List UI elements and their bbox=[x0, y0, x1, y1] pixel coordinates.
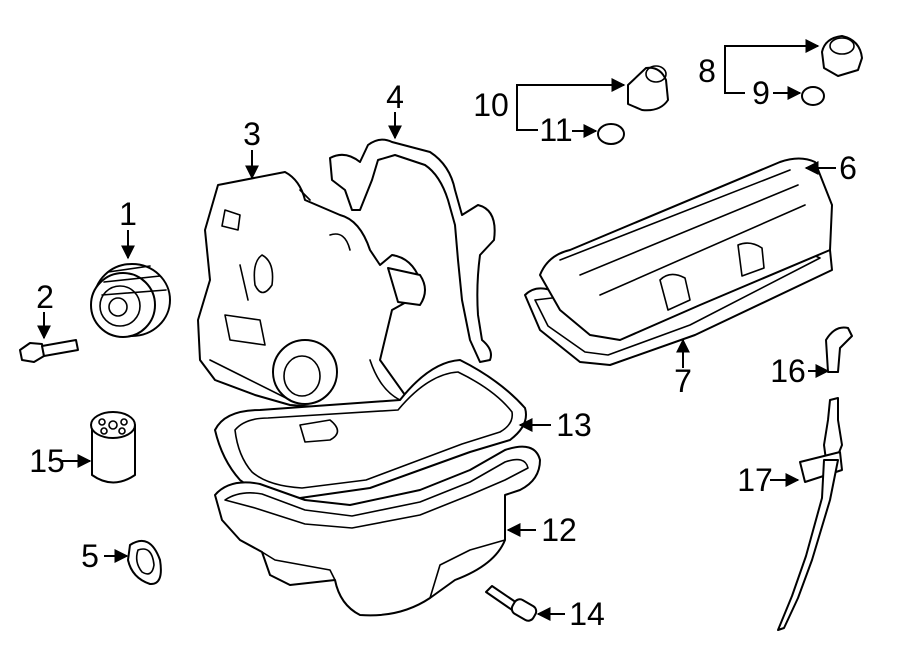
callout-15: 15 bbox=[29, 443, 65, 479]
clip-part[interactable] bbox=[825, 326, 853, 373]
callout-4: 4 bbox=[386, 79, 404, 115]
drain-plug-part[interactable] bbox=[485, 585, 538, 623]
oil-filter-part[interactable] bbox=[90, 411, 136, 484]
pulley-part[interactable] bbox=[90, 263, 171, 338]
breather-cap-part[interactable] bbox=[801, 35, 863, 106]
callout-1: 1 bbox=[119, 196, 137, 232]
callout-16: 16 bbox=[770, 353, 806, 389]
callout-9: 9 bbox=[752, 75, 770, 111]
timing-cover-part[interactable] bbox=[197, 171, 426, 421]
callout-5: 5 bbox=[81, 538, 99, 574]
callout-12: 12 bbox=[541, 512, 577, 548]
seal-part[interactable] bbox=[127, 540, 162, 586]
callout-11: 11 bbox=[539, 112, 572, 148]
callout-14: 14 bbox=[569, 596, 605, 632]
dipstick-part[interactable] bbox=[777, 397, 843, 631]
bolt-part[interactable] bbox=[19, 339, 79, 363]
callout-labels: 1 2 3 4 5 6 7 8 9 10 11 12 13 14 15 16 1… bbox=[29, 53, 857, 632]
callout-3: 3 bbox=[243, 116, 261, 152]
callout-13: 13 bbox=[556, 407, 592, 443]
callout-7: 7 bbox=[674, 363, 692, 399]
callout-8: 8 bbox=[698, 53, 716, 89]
filler-cap-part[interactable] bbox=[597, 65, 669, 145]
leader-lines bbox=[37, 39, 836, 621]
callout-6: 6 bbox=[839, 150, 857, 186]
callout-17: 17 bbox=[737, 462, 773, 498]
gasket-part[interactable] bbox=[329, 138, 496, 363]
oil-pan-part[interactable] bbox=[214, 445, 541, 617]
valve-cover-part[interactable] bbox=[524, 157, 833, 366]
callout-2: 2 bbox=[36, 279, 54, 315]
callout-10: 10 bbox=[473, 87, 509, 123]
